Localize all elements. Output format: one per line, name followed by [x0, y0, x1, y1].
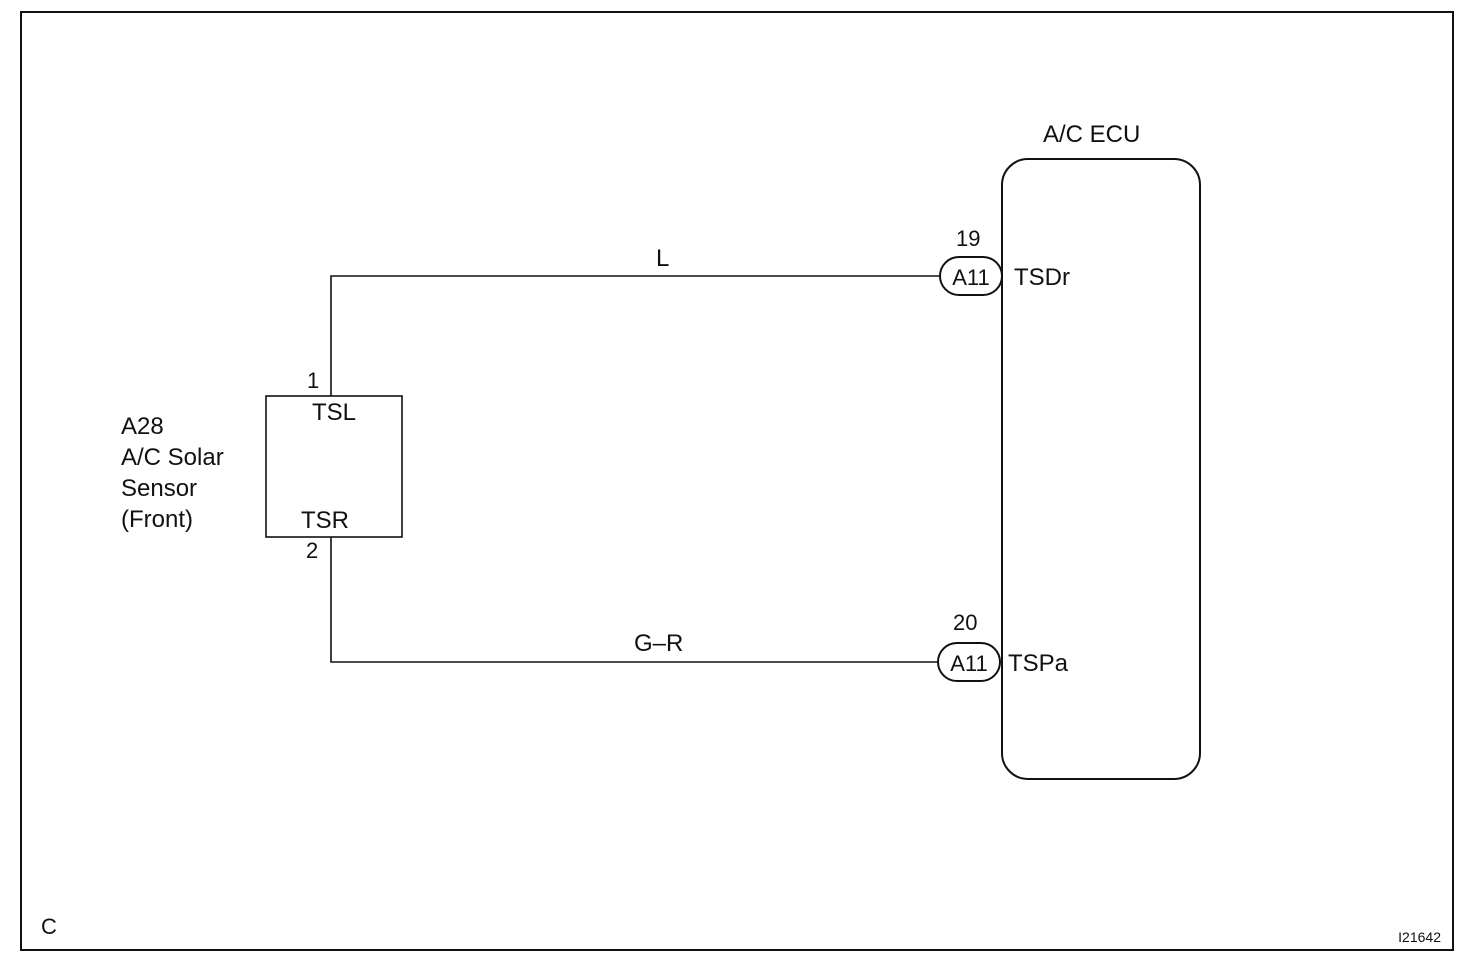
connector-oval-upper	[939, 256, 1003, 296]
ecu-terminal-tspa: TSPa	[1008, 650, 1069, 677]
wire-upper	[330, 275, 940, 396]
sensor-name-line1: A/C Solar	[121, 444, 224, 471]
ecu-title: A/C ECU	[1043, 121, 1140, 148]
sensor-pin1-number: 1	[307, 368, 319, 393]
figure-id: I21642	[1398, 929, 1441, 945]
sensor-name-line2: Sensor	[121, 475, 197, 502]
wire-lower	[330, 537, 938, 663]
ecu-connector1-code: A11	[952, 265, 990, 290]
diagram-frame	[20, 11, 1454, 951]
solar-sensor-box	[265, 395, 403, 538]
sensor-pin2-number: 2	[306, 538, 318, 563]
sensor-code: A28	[121, 413, 164, 440]
sensor-pin1-name: TSL	[312, 399, 356, 426]
connector-oval-lower	[937, 642, 1001, 682]
wire-upper-color: L	[656, 245, 669, 272]
ecu-connector2-code: A11	[950, 651, 988, 676]
sensor-name-line3: (Front)	[121, 506, 193, 533]
corner-letter: C	[41, 914, 57, 939]
ecu-box	[1001, 158, 1201, 780]
ecu-connector2-pin: 20	[953, 610, 977, 635]
ecu-terminal-tsdr: TSDr	[1014, 264, 1070, 291]
wire-lower-color: G–R	[634, 630, 683, 657]
sensor-pin2-name: TSR	[301, 507, 349, 534]
ecu-connector1-pin: 19	[956, 226, 980, 251]
